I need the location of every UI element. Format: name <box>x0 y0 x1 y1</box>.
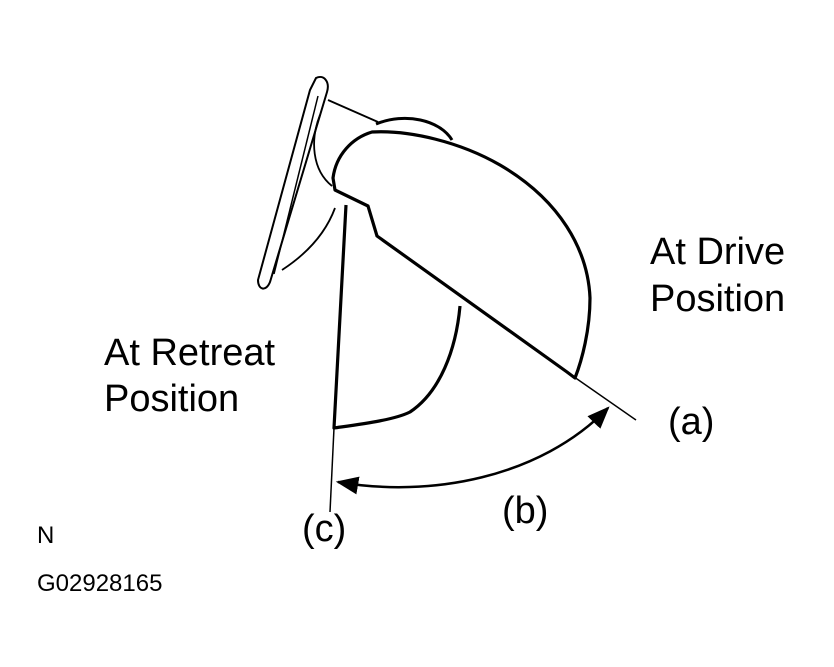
mirror-housing-drive-position <box>331 130 592 380</box>
corner-letter: N <box>37 522 55 549</box>
retreat-position-label-line1: At Retreat <box>104 332 276 374</box>
drive-position-label-line2: Position <box>650 278 786 320</box>
reference-line-drive <box>566 371 637 421</box>
callout-a: (a) <box>668 401 715 443</box>
callout-c: (c) <box>302 508 347 550</box>
mirror-neck <box>281 99 454 271</box>
mirror-base-plate <box>256 76 329 290</box>
drive-position-label-line1: At Drive <box>650 231 786 273</box>
figure-code: G02928165 <box>37 570 163 597</box>
swing-angle-arrow <box>335 406 610 495</box>
retreat-position-label-line2: Position <box>104 378 240 420</box>
callout-b: (b) <box>502 490 549 532</box>
reference-line-retreat <box>329 427 335 513</box>
